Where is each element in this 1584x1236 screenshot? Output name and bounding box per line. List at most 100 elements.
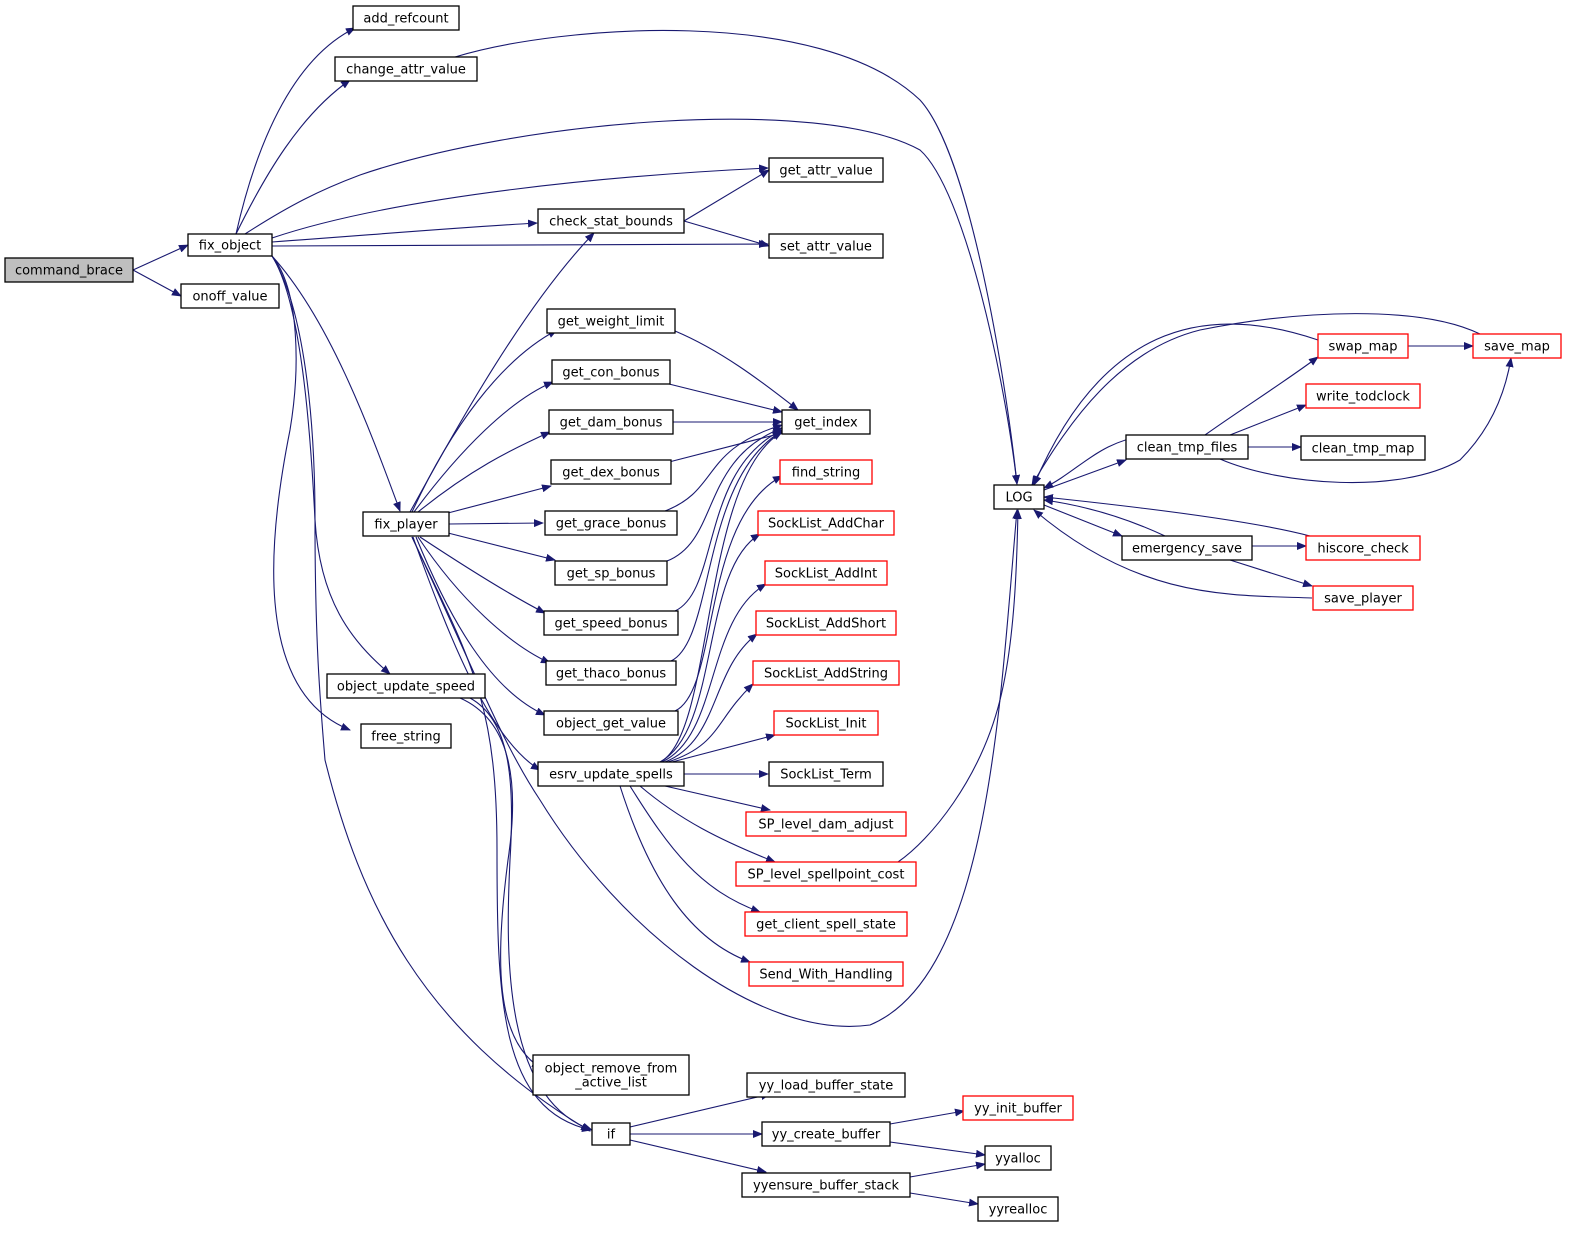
node-box — [768, 157, 884, 183]
node-label: save_player — [1324, 592, 1402, 607]
node-write-todclock[interactable]: write_todclock — [1305, 383, 1421, 409]
edge-arrow — [664, 423, 783, 512]
edge-fix_object-to-free_string — [271, 255, 351, 731]
node-if[interactable]: if — [591, 1122, 631, 1146]
edge-fix_player-to-LOG — [411, 509, 1021, 1027]
node-socklist-addchar[interactable]: SockList_AddChar — [757, 510, 895, 536]
node-get-client-spell-state[interactable]: get_client_spell_state — [744, 911, 908, 937]
node-sp-level-spellpoint-cost[interactable]: SP_level_spellpoint_cost — [735, 861, 917, 887]
node-box — [1305, 535, 1421, 561]
edge-arrow — [132, 269, 182, 297]
node-get-con-bonus[interactable]: get_con_bonus — [551, 359, 671, 385]
edge-arrow — [132, 244, 189, 271]
node-get-index[interactable]: get_index — [781, 409, 871, 435]
node-yy-create-buffer[interactable]: yy_create_buffer — [761, 1121, 891, 1147]
edge-arrow — [629, 1092, 771, 1128]
node-get-grace-bonus[interactable]: get_grace_bonus — [544, 510, 678, 536]
node-label: find_string — [792, 466, 861, 481]
node-box — [554, 560, 668, 586]
node-get-dam-bonus[interactable]: get_dam_bonus — [548, 409, 674, 435]
edge-arrow — [1229, 559, 1313, 588]
edge-swap_map-to-LOG — [1033, 323, 1319, 486]
edge-arrow — [244, 118, 1020, 485]
node-yy-load-buffer-state[interactable]: yy_load_buffer_state — [746, 1072, 906, 1098]
edge-fix_object-to-LOG — [244, 118, 1020, 485]
node-find-string[interactable]: find_string — [779, 459, 873, 485]
node-add-refcount[interactable]: add_refcount — [352, 5, 460, 31]
node-socklist-addshort[interactable]: SockList_AddShort — [755, 610, 897, 636]
node-box — [768, 233, 884, 259]
node-set-attr-value[interactable]: set_attr_value — [768, 233, 884, 259]
node-socklist-addstring[interactable]: SockList_AddString — [752, 660, 900, 686]
edge-arrow — [413, 381, 554, 513]
node-esrv-update-spells[interactable]: esrv_update_spells — [537, 761, 685, 787]
edge-arrow — [411, 509, 1021, 1027]
node-label: yyalloc — [995, 1152, 1041, 1167]
node-fix-object[interactable]: fix_object — [187, 233, 273, 257]
node-change-attr-value[interactable]: change_attr_value — [334, 56, 478, 82]
node-yyrealloc[interactable]: yyrealloc — [977, 1196, 1059, 1222]
edge-get_grace_bonus-to-get_index — [664, 423, 783, 512]
node-check-stat-bounds[interactable]: check_stat_bounds — [537, 208, 685, 234]
node-label: get_speed_bonus — [554, 617, 667, 632]
node-object-update-speed[interactable]: object_update_speed — [326, 673, 486, 699]
edge-get_con_bonus-to-get_index — [668, 383, 783, 414]
edge-arrow — [667, 683, 754, 763]
node-yy-init-buffer[interactable]: yy_init_buffer — [962, 1095, 1074, 1121]
node-get-dex-bonus[interactable]: get_dex_bonus — [550, 459, 672, 485]
edge-esrv_update_spells-to-Send_With_Handling — [619, 785, 751, 963]
node-swap-map[interactable]: swap_map — [1317, 333, 1409, 359]
node-box — [1125, 434, 1249, 460]
node-save-player[interactable]: save_player — [1312, 585, 1414, 611]
edge-fix_player-to-get_thaco_bonus — [417, 536, 551, 664]
node-hiscore-check[interactable]: hiscore_check — [1305, 535, 1421, 561]
node-box — [962, 1095, 1074, 1121]
node-emergency-save[interactable]: emergency_save — [1121, 535, 1253, 561]
edge-clean_tmp_files-to-save_map — [1219, 357, 1514, 484]
node-clean-tmp-map[interactable]: clean_tmp_map — [1300, 435, 1426, 461]
node-socklist-init[interactable]: SockList_Init — [773, 710, 879, 736]
node-onoff-value[interactable]: onoff_value — [180, 283, 280, 309]
node-free-string[interactable]: free_string — [360, 723, 452, 749]
edge-arrow — [661, 583, 767, 763]
node-label: clean_tmp_map — [1312, 442, 1415, 457]
node-label: yyrealloc — [989, 1203, 1048, 1218]
node-fix-player[interactable]: fix_player — [362, 511, 450, 537]
node-label: LOG — [1005, 491, 1032, 506]
node-object-get-value[interactable]: object_get_value — [543, 710, 679, 736]
node-yyalloc[interactable]: yyalloc — [984, 1145, 1052, 1171]
node-box — [326, 673, 486, 699]
node-label: _active_list — [574, 1076, 647, 1091]
node-label: clean_tmp_files — [1137, 441, 1238, 456]
node-send-with-handling[interactable]: Send_With_Handling — [748, 961, 904, 987]
node-log[interactable]: LOG — [993, 484, 1045, 510]
node-get-attr-value[interactable]: get_attr_value — [768, 157, 884, 183]
node-label: SockList_AddInt — [775, 567, 877, 582]
node-socklist-term[interactable]: SockList_Term — [768, 761, 884, 787]
node-box — [550, 459, 672, 485]
edge-esrv_update_spells-to-SP_level_dam_adjust — [664, 785, 771, 812]
edge-esrv_update_spells-to-SockList_AddChar — [659, 533, 761, 763]
node-get-speed-bonus[interactable]: get_speed_bonus — [543, 610, 679, 636]
node-save-map[interactable]: save_map — [1472, 333, 1562, 359]
edge-arrow — [1043, 504, 1123, 537]
edge-yyensure_buffer_stack-to-yyrealloc — [909, 1192, 979, 1207]
node-box — [984, 1145, 1052, 1171]
node-get-weight-limit[interactable]: get_weight_limit — [546, 308, 676, 334]
edge-fix_player-to-get_dex_bonus — [447, 484, 552, 514]
node-get-thaco-bonus[interactable]: get_thaco_bonus — [545, 660, 677, 686]
edge-arrow — [1033, 323, 1319, 486]
node-sp-level-dam-adjust[interactable]: SP_level_dam_adjust — [745, 811, 907, 837]
node-yyensure-buffer-stack[interactable]: yyensure_buffer_stack — [741, 1172, 911, 1198]
node-box — [548, 409, 674, 435]
edge-object_get_value-to-find_string — [674, 475, 783, 712]
edge-arrow — [1204, 356, 1319, 436]
node-label: command_brace — [15, 264, 123, 279]
node-object-remove-from-active-list[interactable]: object_remove_from_active_list — [532, 1054, 690, 1096]
node-get-sp-bonus[interactable]: get_sp_bonus — [554, 560, 668, 586]
node-command-brace[interactable]: command_brace — [4, 257, 134, 283]
node-socklist-addint[interactable]: SockList_AddInt — [764, 560, 888, 586]
edge-hiscore_check-to-LOG — [1043, 493, 1311, 537]
node-clean-tmp-files[interactable]: clean_tmp_files — [1125, 434, 1249, 460]
edge-clean_tmp_files-to-write_todclock — [1229, 404, 1307, 436]
